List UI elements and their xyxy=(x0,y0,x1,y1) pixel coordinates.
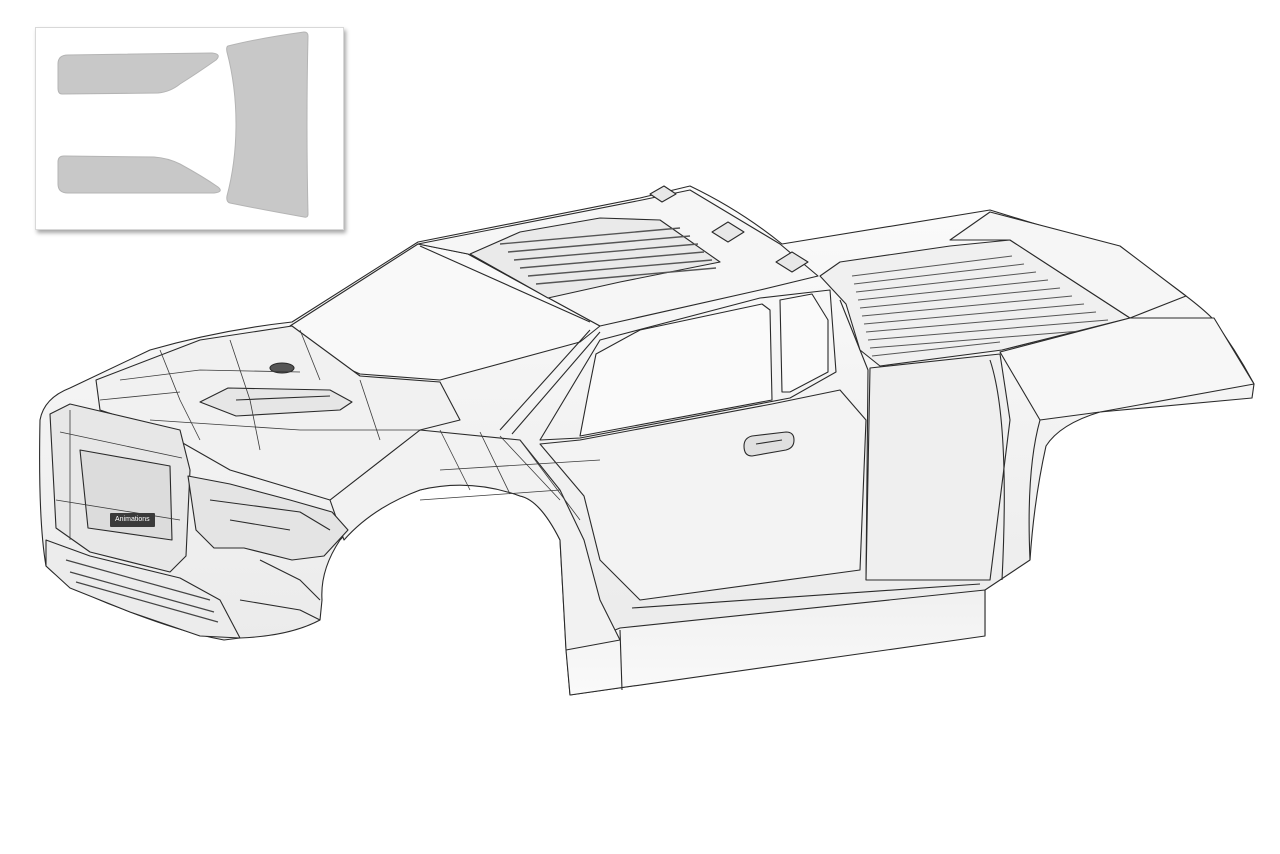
bumper-lights xyxy=(65,559,219,623)
rear-side-window xyxy=(779,293,829,393)
grille-frame-lines xyxy=(55,410,183,540)
headlight xyxy=(187,475,349,561)
window-strip-bottom xyxy=(57,155,221,194)
hood-scoop xyxy=(199,387,353,417)
roof-marker-3 xyxy=(775,251,809,273)
front-bumper xyxy=(45,539,241,639)
roof-vent-slats xyxy=(499,227,717,285)
roof-vent xyxy=(469,217,721,299)
roof-marker-1 xyxy=(649,185,677,203)
hood-sensor xyxy=(269,362,295,374)
decal-sheet-shapes xyxy=(57,31,309,218)
front-fender xyxy=(329,429,621,651)
truck-bed xyxy=(819,239,1131,367)
animations-tag[interactable]: Animations xyxy=(110,513,155,527)
window-strip-top xyxy=(57,52,219,95)
body-shell xyxy=(39,185,1255,696)
rear-fender xyxy=(865,353,1011,581)
bed-ribs xyxy=(851,255,1119,357)
hood-panel-lines xyxy=(99,329,420,451)
fender-panel-lines xyxy=(419,429,601,521)
bed-rail xyxy=(949,211,1187,319)
windshield-panel xyxy=(226,31,309,218)
decal-sheet-panel xyxy=(35,27,344,230)
door-handle xyxy=(743,431,795,457)
roof-marker-2 xyxy=(711,221,745,243)
side-window xyxy=(579,303,773,437)
